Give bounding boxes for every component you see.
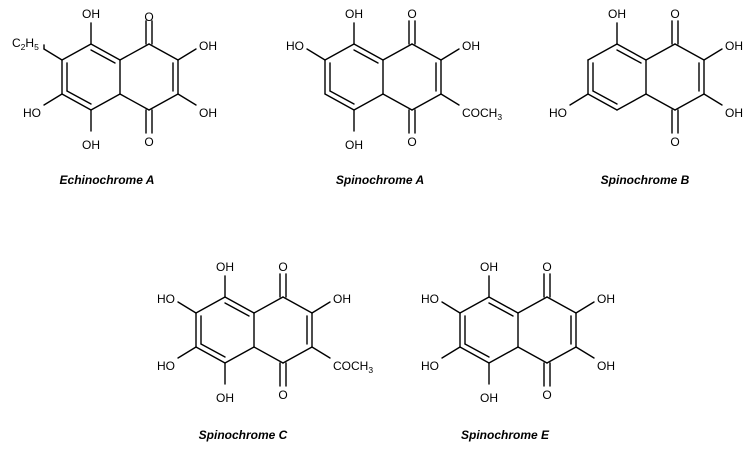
compound-name: Spinochrome E <box>461 428 550 442</box>
ethyl-label: C2H5 <box>12 36 39 52</box>
hydroxyl-label: OH <box>216 391 234 405</box>
hydroxyl-label: HO <box>421 359 439 373</box>
hydroxyl-label: OH <box>216 260 234 274</box>
carbonyl-label: O <box>278 260 287 274</box>
hydroxyl-label: HO <box>23 106 41 120</box>
ring-bonds <box>569 20 723 134</box>
carbonyl-label: O <box>407 7 416 21</box>
structure-spinochrome-b: O O OH OH OH HO Spinochrome B <box>549 7 743 187</box>
hydroxyl-label: OH <box>725 39 743 53</box>
hydroxyl-label: OH <box>199 39 217 53</box>
hydroxyl-label: OH <box>333 292 351 306</box>
hydroxyl-label: OH <box>345 7 363 21</box>
hydroxyl-label: OH <box>608 7 626 21</box>
hydroxyl-label: OH <box>82 138 100 152</box>
hydroxyl-label: HO <box>549 106 567 120</box>
hydroxyl-label: OH <box>480 260 498 274</box>
ring-bonds <box>177 273 331 387</box>
hydroxyl-label: O <box>144 135 153 149</box>
compound-name: Echinochrome A <box>60 173 155 187</box>
carbonyl-label: O <box>670 135 679 149</box>
carbonyl-label: O <box>670 7 679 21</box>
hydroxyl-label: HO <box>157 292 175 306</box>
hydroxyl-label: HO <box>286 39 304 53</box>
hydroxyl-label: O <box>144 10 153 24</box>
acetyl-label: COCH3 <box>462 106 502 122</box>
ring-bonds <box>306 20 460 134</box>
hydroxyl-label: OH <box>597 292 615 306</box>
hydroxyl-label: HO <box>157 359 175 373</box>
hydroxyl-label: OH <box>725 106 743 120</box>
carbonyl-label: O <box>278 388 287 402</box>
ring-bonds <box>43 20 197 134</box>
structure-spinochrome-c: O O OH OH OH HO HO COCH3 Spinochrome C <box>157 260 373 442</box>
carbonyl-label: O <box>542 260 551 274</box>
hydroxyl-label: OH <box>82 7 100 21</box>
compound-name: Spinochrome A <box>336 173 424 187</box>
hydroxyl-label: OH <box>345 138 363 152</box>
carbonyl-label: O <box>542 388 551 402</box>
hydroxyl-label: OH <box>480 391 498 405</box>
hydroxyl-label: OH <box>597 359 615 373</box>
structure-spinochrome-e: O O OH OH OH OH HO HO Spinochrome E <box>421 260 615 442</box>
hydroxyl-label: HO <box>421 292 439 306</box>
ring-bonds <box>441 273 595 387</box>
structure-echinochrome-a: O O OH OH OH OH HO C2H5 Echinochrome A <box>12 7 217 187</box>
hydroxyl-label: OH <box>462 39 480 53</box>
carbonyl-label: O <box>407 135 416 149</box>
compound-name: Spinochrome B <box>601 173 690 187</box>
structure-spinochrome-a: O O OH OH OH HO COCH3 Spinochrome A <box>286 7 502 187</box>
hydroxyl-label: OH <box>199 106 217 120</box>
acetyl-label: COCH3 <box>333 359 373 375</box>
compound-name: Spinochrome C <box>199 428 288 442</box>
